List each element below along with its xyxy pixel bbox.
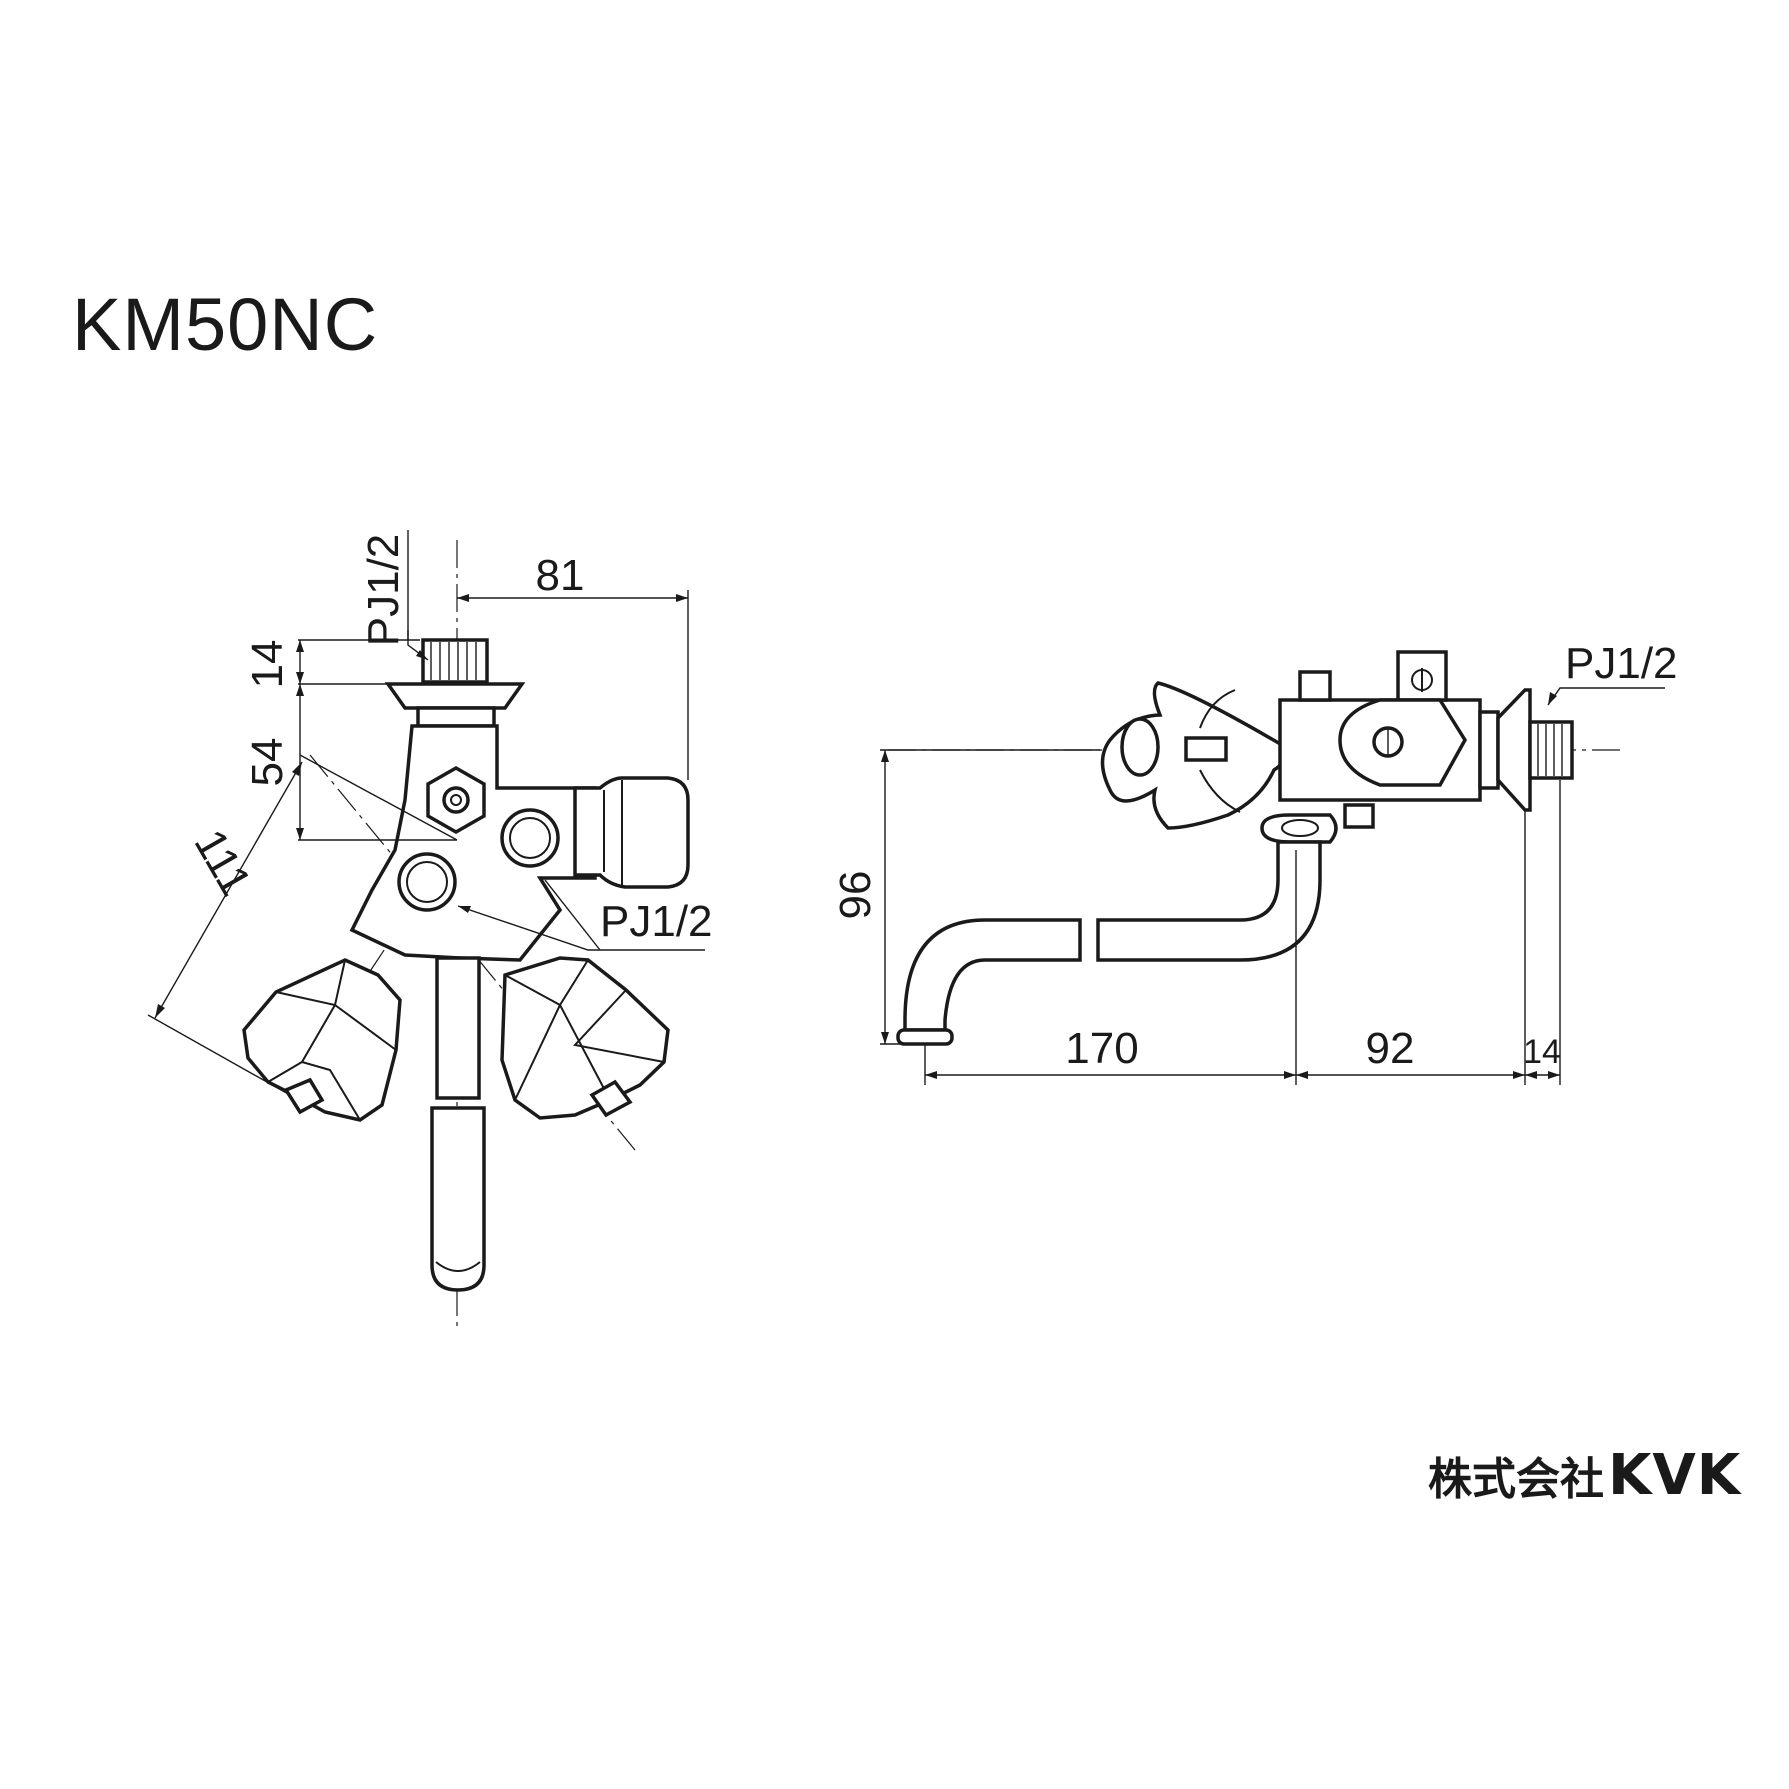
handle-left-tip <box>283 1077 325 1115</box>
top-thread <box>421 638 489 684</box>
handle-left[interactable] <box>242 958 402 1122</box>
side-thread-leader <box>457 905 705 951</box>
handle-right[interactable] <box>500 956 670 1120</box>
side-thread <box>1528 720 1574 780</box>
spout-pipe <box>430 956 486 1292</box>
model-title: KM50NC <box>72 283 379 366</box>
handle-right-body <box>500 956 670 1120</box>
side-view-thread-leader <box>1547 687 1665 706</box>
dim-spout-height-label: 96 <box>831 871 880 920</box>
company-prefix: 株式会社 <box>1428 1454 1604 1505</box>
dim-width-label: 81 <box>536 551 585 600</box>
flange-neck <box>416 706 496 728</box>
dim-body-depth-label: 92 <box>1366 1024 1415 1073</box>
swivel-nut <box>1260 813 1338 844</box>
spout-bend <box>1096 840 1322 962</box>
handle-right-tip <box>589 1079 633 1118</box>
side-view: 96 170 92 14 PJ1/2 <box>831 639 1678 1085</box>
dim-reach-label: 111 <box>185 822 261 904</box>
dim-thread-depth-label: 14 <box>1523 1033 1561 1071</box>
company-name: 株式会社KVK <box>1428 1448 1741 1504</box>
spout-lower <box>430 1106 486 1292</box>
dim-reach-line <box>154 761 303 1019</box>
dim-thread-height-label: 14 <box>243 640 292 689</box>
diverter-knob <box>573 776 690 889</box>
handle-hub <box>1184 736 1228 762</box>
side-flange <box>1496 688 1532 812</box>
dim-spout-length-label: 170 <box>1065 1024 1138 1073</box>
handle-left-body <box>242 958 402 1122</box>
top-thread-label: PJ1/2 <box>359 534 408 647</box>
side-view-thread-label: PJ1/2 <box>1565 639 1678 688</box>
spout-arm <box>903 918 1082 1032</box>
side-spout <box>896 840 1322 1046</box>
spout-upper <box>435 956 481 1100</box>
wall-flange <box>384 682 526 710</box>
front-view: 81 14 54 111 PJ1/2 <box>147 530 713 1332</box>
side-thread-label: PJ1/2 <box>600 897 713 946</box>
brand-logo: KVK <box>1608 1443 1742 1508</box>
spout-tip <box>896 1028 954 1046</box>
side-handle-hole <box>1120 717 1160 777</box>
dim-body-height-label: 54 <box>243 738 292 787</box>
